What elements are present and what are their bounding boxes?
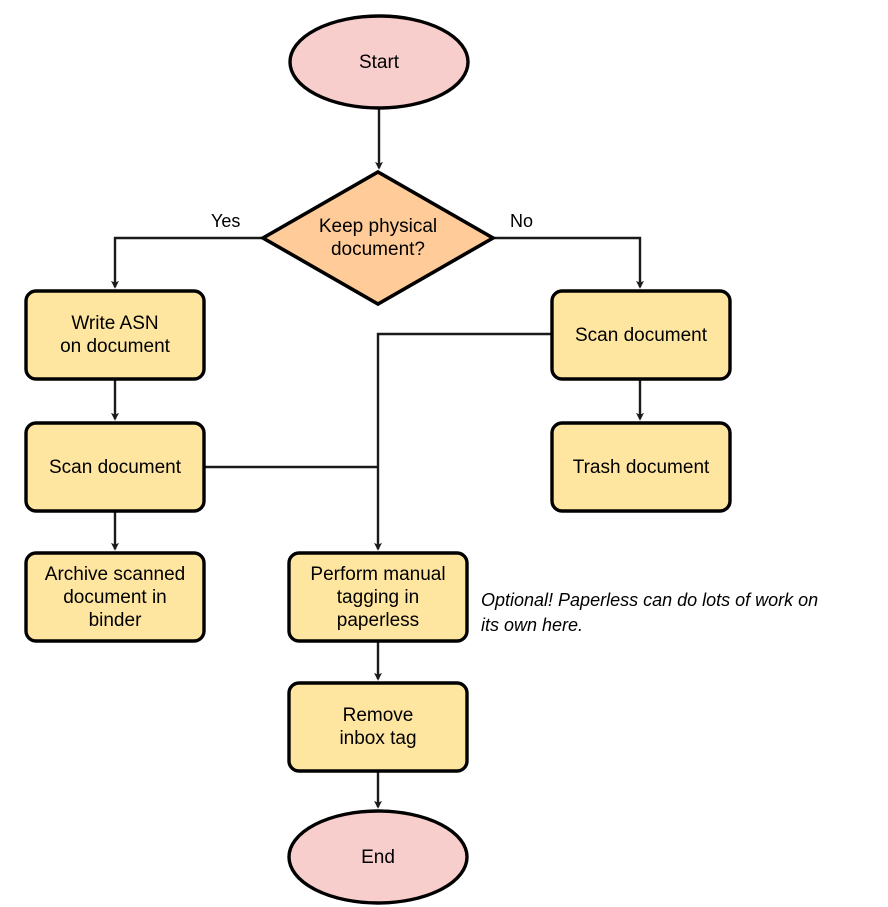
annotation-optional-paperless: Optional! Paperless can do lots of work … bbox=[481, 590, 819, 635]
start-terminator-shape[interactable] bbox=[288, 14, 470, 110]
decision-keep-physical-document-shape[interactable] bbox=[259, 169, 497, 307]
edge-label-no: No bbox=[510, 211, 534, 231]
process-remove-inbox-tag-shape[interactable] bbox=[287, 681, 469, 773]
edge-scan-right-to-manual-tagging bbox=[374, 332, 552, 551]
edge-decision-no-to-scan-right bbox=[493, 236, 644, 289]
edge-decision-yes-to-write-asn bbox=[111, 236, 263, 289]
process-scan-document-left-shape[interactable] bbox=[24, 421, 206, 513]
end-terminator-shape[interactable] bbox=[287, 809, 469, 905]
node-layer bbox=[24, 14, 732, 905]
edge-layer bbox=[111, 108, 644, 809]
edge-label-yes: Yes bbox=[211, 211, 241, 231]
process-trash-document-shape[interactable] bbox=[550, 421, 732, 513]
process-scan-document-right-shape[interactable] bbox=[550, 289, 732, 381]
process-perform-manual-tagging-shape[interactable] bbox=[287, 551, 469, 643]
process-archive-scanned-document-shape[interactable] bbox=[24, 551, 206, 643]
process-write-asn-shape[interactable] bbox=[24, 289, 206, 381]
